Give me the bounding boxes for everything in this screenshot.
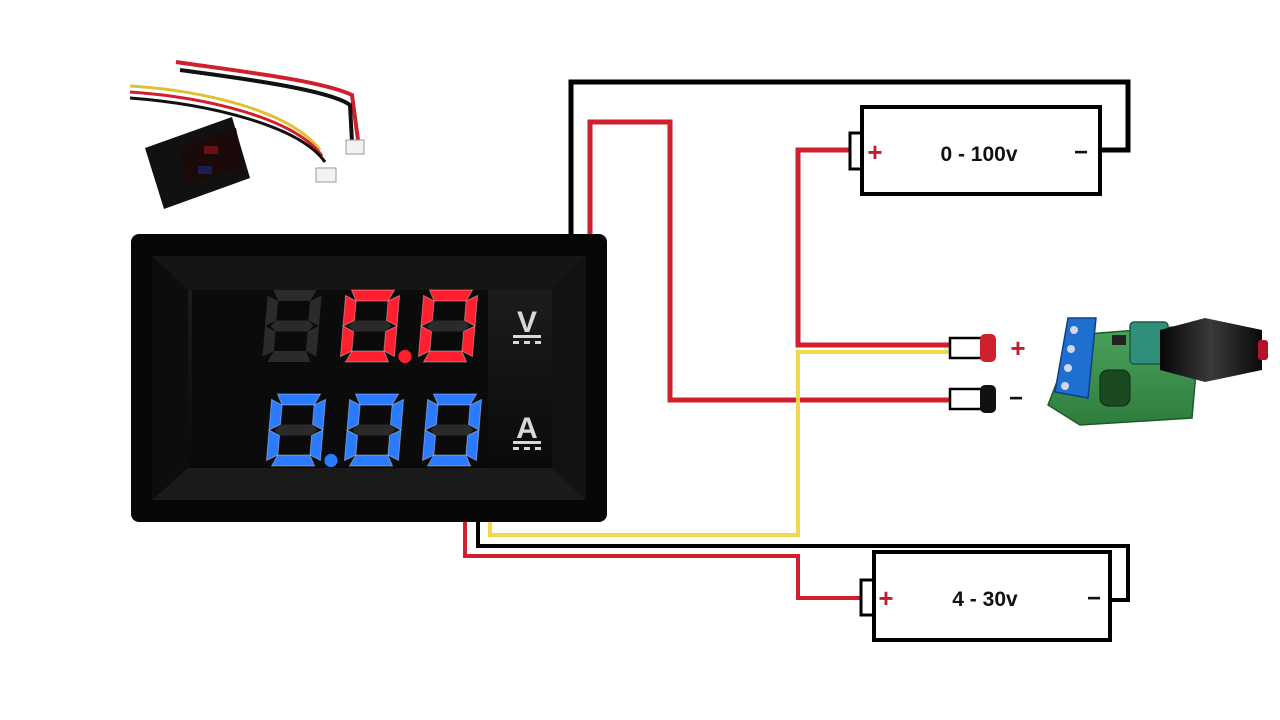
current-display bbox=[265, 393, 483, 468]
current-digit-3 bbox=[421, 393, 483, 467]
battery-top-plus: + bbox=[867, 137, 882, 167]
current-digit-2-segment-a bbox=[354, 393, 400, 406]
voltage-unit-label: V bbox=[517, 306, 537, 339]
battery-bottom-minus: − bbox=[1087, 585, 1101, 612]
current-digit-3-segment-g bbox=[430, 424, 474, 436]
current-digit-2-segment-d bbox=[348, 454, 394, 467]
panel-meter: V A bbox=[131, 234, 607, 522]
battery-top-label: 0 - 100v bbox=[940, 143, 1017, 166]
red-wire-battery-to-load-plus bbox=[795, 147, 950, 348]
load-terminals: + − bbox=[948, 333, 1026, 413]
voltage-digit-1-segment-g bbox=[270, 320, 314, 332]
red-wire-meter-to-load-minus bbox=[587, 119, 950, 403]
voltage-digit-3-segment-d bbox=[422, 350, 468, 363]
red-wire-bottom bbox=[463, 522, 862, 600]
voltage-digit-1-segment-f bbox=[265, 295, 279, 326]
current-digit-3-segment-d bbox=[426, 454, 472, 467]
voltage-digit-3-segment-e bbox=[417, 325, 433, 358]
load-minus-terminal-cap bbox=[980, 385, 996, 413]
current-digit-2 bbox=[343, 393, 405, 467]
load-minus-sign: − bbox=[1009, 385, 1023, 412]
voltage-digit-2-segment-d bbox=[344, 350, 390, 363]
voltage-digit-3-segment-g bbox=[426, 320, 470, 332]
meter-thumbnail-image bbox=[129, 60, 365, 209]
voltage-digit-3-segment-a bbox=[428, 289, 474, 302]
voltage-display bbox=[262, 289, 479, 364]
voltage-digit-1-segment-e bbox=[262, 326, 276, 357]
current-unit-label: A bbox=[516, 412, 538, 445]
battery-bottom: + 4 - 30v − bbox=[859, 550, 1112, 642]
battery-bottom-label: 4 - 30v bbox=[952, 588, 1018, 611]
voltage-digit-3 bbox=[417, 289, 479, 363]
current-digit-3-segment-a bbox=[432, 393, 478, 406]
voltage-digit-2-segment-e bbox=[339, 325, 355, 358]
battery-bottom-plus: + bbox=[878, 583, 893, 613]
black-wire-bottom bbox=[476, 522, 1130, 602]
current-digit-1-segment-a bbox=[276, 393, 322, 406]
yellow-wire bbox=[488, 350, 950, 537]
battery-top-minus: − bbox=[1074, 139, 1088, 166]
voltage-digit-1-segment-b bbox=[308, 295, 322, 326]
voltage-digit-1 bbox=[262, 290, 322, 362]
voltage-digit-1-segment-c bbox=[305, 326, 319, 357]
current-decimal-point bbox=[324, 453, 338, 468]
voltage-digit-2-segment-a bbox=[350, 289, 396, 302]
battery-top: + 0 - 100v − bbox=[848, 105, 1102, 196]
voltage-digit-1-segment-d bbox=[267, 351, 311, 362]
black-wire-top bbox=[568, 79, 1131, 236]
voltage-digit-2 bbox=[339, 289, 412, 364]
current-digit-2-segment-e bbox=[343, 429, 359, 462]
wires bbox=[463, 79, 1131, 602]
current-digit-1-segment-d bbox=[270, 454, 316, 467]
current-digit-1-segment-e bbox=[265, 429, 281, 462]
voltage-digit-2-segment-g bbox=[348, 320, 392, 332]
current-digit-3-segment-e bbox=[421, 429, 437, 462]
voltage-digit-1-segment-a bbox=[273, 290, 317, 301]
pwm-controller-image bbox=[1047, 317, 1268, 426]
display-window bbox=[192, 290, 488, 466]
current-digit-2-segment-g bbox=[352, 424, 396, 436]
current-digit-1-segment-g bbox=[274, 424, 318, 436]
load-plus-sign: + bbox=[1010, 333, 1025, 363]
current-digit-1 bbox=[265, 393, 338, 468]
load-plus-terminal-cap bbox=[980, 334, 996, 362]
voltage-decimal-point bbox=[398, 349, 412, 364]
